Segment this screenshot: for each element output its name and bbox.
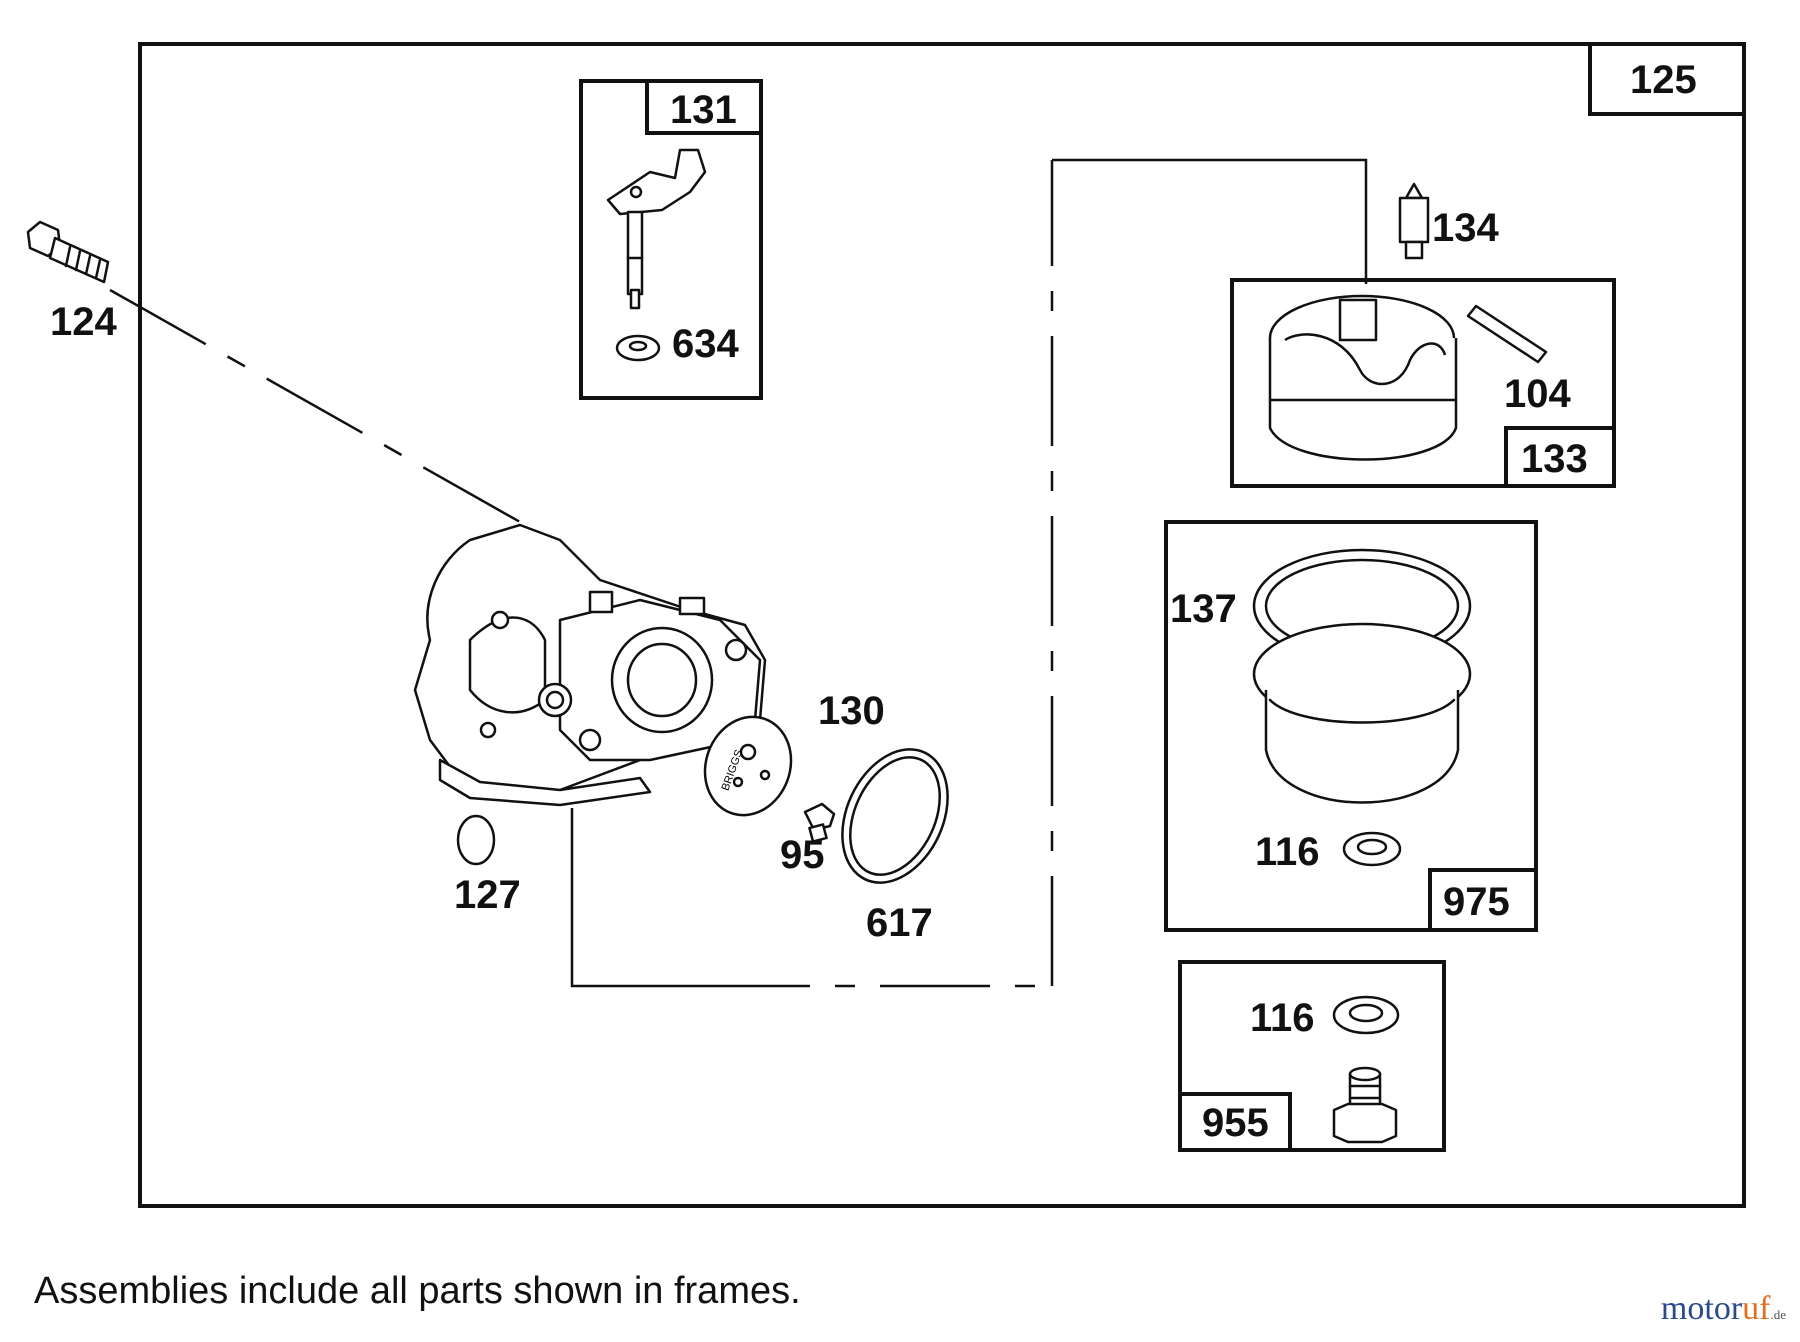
- choke-shaft-drawing: [606, 148, 707, 310]
- diagram-caption: Assemblies include all parts shown in fr…: [34, 1270, 801, 1312]
- part-label-124: 124: [50, 300, 117, 344]
- screw-95-drawing: [803, 802, 836, 843]
- watermark-tld: .de: [1770, 1307, 1786, 1322]
- part-label-634: 634: [672, 322, 739, 366]
- choke-frame-label-box: [645, 79, 763, 135]
- bowl-frame-label-box: [1428, 868, 1538, 932]
- part-label-130: 130: [818, 689, 885, 733]
- carburetor-body-drawing: [413, 523, 767, 807]
- screw-frame-label-box: [1178, 1092, 1292, 1152]
- part-label-137: 137: [1170, 587, 1237, 631]
- float-frame-label-box: [1504, 426, 1616, 488]
- main-frame: [138, 42, 1746, 1208]
- bowl-frame: [1164, 520, 1538, 932]
- choke-frame-label: 131: [670, 88, 737, 132]
- part-label-116-b: 116: [1250, 996, 1315, 1040]
- main-frame-label: 125: [1630, 58, 1697, 102]
- leader-124: [109, 288, 521, 524]
- needle-134-drawing: [1398, 182, 1430, 260]
- bowl-drawing: [1252, 548, 1472, 804]
- watermark-brand-a: motor: [1660, 1290, 1743, 1327]
- part-label-134: 134: [1432, 206, 1499, 250]
- float-frame: [1230, 278, 1616, 488]
- washer-116-b-hole: [1348, 1003, 1384, 1023]
- part-label-127: 127: [454, 873, 521, 917]
- float-drawing: [1268, 294, 1458, 461]
- float-frame-label: 133: [1521, 437, 1588, 481]
- screw-frame: [1178, 960, 1446, 1152]
- plate-130-drawing: BRIGGS: [703, 715, 793, 817]
- plug-127-drawing: [456, 814, 496, 866]
- part-label-617: 617: [866, 901, 933, 945]
- watermark-logo: motoruf.de: [1661, 1290, 1786, 1328]
- part-label-95: 95: [780, 833, 825, 877]
- washer-116-a-hole: [1356, 838, 1388, 856]
- bolt-124-drawing: [26, 220, 110, 284]
- leader-bowl-path: [570, 808, 700, 988]
- pin-104-drawing: [1466, 304, 1548, 364]
- part-label-116-a: 116: [1255, 830, 1320, 874]
- main-frame-label-box: [1588, 42, 1746, 116]
- bowl-screw-drawing: [1332, 1066, 1398, 1144]
- leader-top: [1052, 158, 1368, 284]
- seal-634-hole: [628, 340, 648, 352]
- oring-617-inner: [849, 756, 941, 876]
- screw-frame-label: 955: [1202, 1101, 1269, 1145]
- watermark-brand-b: uf: [1742, 1290, 1771, 1327]
- part-label-104: 104: [1504, 372, 1571, 416]
- bowl-frame-label: 975: [1443, 880, 1510, 924]
